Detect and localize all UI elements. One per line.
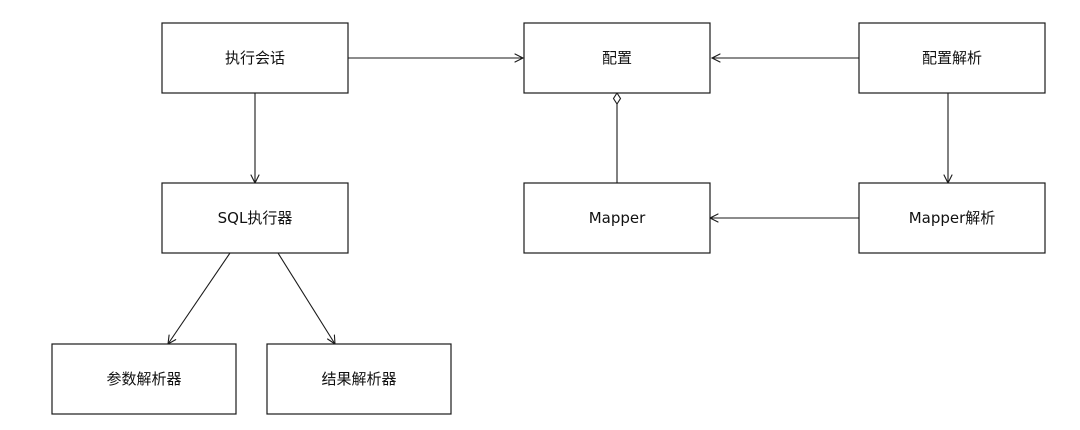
node-param-parser: 参数解析器 [51, 343, 237, 415]
edge-session-to-sql-executor [250, 93, 260, 185]
node-mapper: Mapper [523, 182, 711, 254]
node-sql-executor-label: SQL执行器 [218, 209, 293, 227]
edge-sql-executor-to-result-parser [277, 252, 336, 346]
edge-mapper-to-config-aggregation [612, 91, 622, 183]
aggregation-diamond-icon [612, 91, 622, 106]
node-session: 执行会话 [161, 22, 349, 94]
node-config: 配置 [523, 22, 711, 94]
edge-config-parser-to-config [710, 53, 859, 63]
node-sql-executor: SQL执行器 [161, 182, 349, 254]
node-config-label: 配置 [602, 49, 632, 67]
node-param-parser-label: 参数解析器 [106, 370, 181, 388]
node-mapper-label: Mapper [589, 209, 646, 227]
node-config-parser: 配置解析 [858, 22, 1046, 94]
edge-sql-executor-to-param-parser [167, 252, 231, 346]
node-mapper-parser: Mapper解析 [858, 182, 1046, 254]
edge-config-parser-to-mapper-parser [943, 93, 953, 185]
edges [167, 53, 953, 346]
node-result-parser: 结果解析器 [266, 343, 452, 415]
edge-session-to-config [348, 53, 525, 63]
node-config-parser-label: 配置解析 [922, 49, 982, 67]
edge-mapper-parser-to-mapper [708, 213, 859, 223]
node-session-label: 执行会话 [225, 49, 285, 67]
node-result-parser-label: 结果解析器 [321, 370, 396, 388]
node-mapper-parser-label: Mapper解析 [909, 209, 996, 227]
nodes: 执行会话 配置 配置解析 SQL执行器 Mapper Mapper解析 参数解析… [51, 22, 1046, 415]
